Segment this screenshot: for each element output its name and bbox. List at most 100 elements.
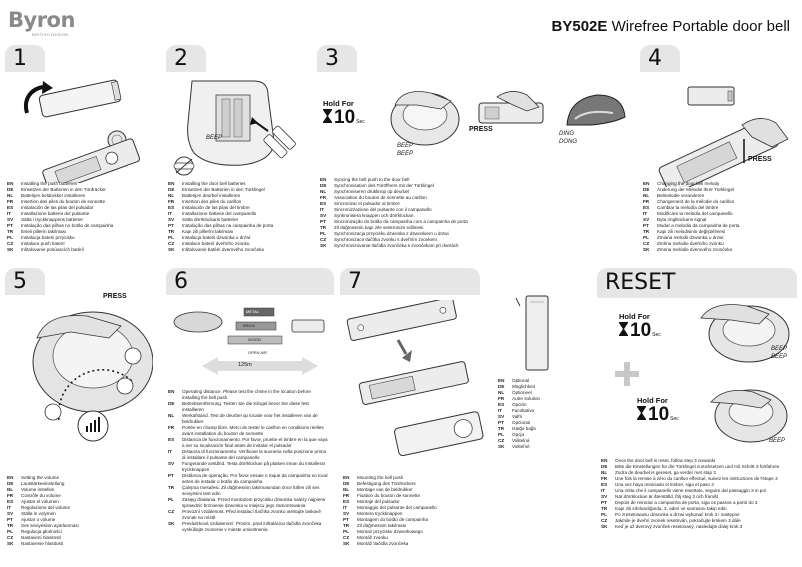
lang-code: FR	[168, 425, 175, 430]
lang-code: DE	[601, 464, 608, 469]
lang-code: DE	[7, 481, 14, 486]
lang-code: NL	[643, 193, 650, 198]
lang-code: EN	[168, 389, 175, 394]
step-number: 2	[174, 46, 188, 71]
volume-illustration	[32, 311, 153, 442]
lang-code: PT	[498, 420, 504, 425]
lang-text: Sätta i tryckknappens batterier	[21, 217, 84, 222]
lang-text: Volume instellen	[21, 487, 55, 492]
lang-text: Zasięg działania. Przed montażem przycis…	[182, 497, 326, 508]
lang-text: Isteğe bağlı	[512, 426, 536, 431]
lang-text: Autre solution	[512, 396, 541, 401]
lang-text: Installazione batterie del pulsante	[21, 211, 90, 216]
lang-text: Facoltativo	[512, 408, 535, 413]
lang-row: FR Autre solution	[498, 396, 540, 402]
lang-code: IT	[320, 207, 325, 212]
lang-code: PT	[601, 500, 607, 505]
lang-code: EN	[498, 378, 505, 383]
step-number: 5	[13, 269, 27, 294]
step-number: 6	[174, 269, 188, 294]
reset-tab	[597, 268, 797, 298]
step-tab	[640, 45, 680, 72]
lang-code: PL	[7, 235, 13, 240]
lang-code: SK	[320, 243, 327, 248]
brand-name: Byron	[8, 8, 75, 32]
lang-text: Changement de la mélodie du carillon	[657, 199, 735, 204]
lang-text: Instalación de las pilas del timbre	[182, 205, 250, 210]
lang-text: Montera tryckknappen	[357, 511, 403, 516]
lang-text: Belmelodie veranderen	[657, 193, 705, 198]
beep-label: BEEP	[771, 354, 788, 360]
lang-text: Once the door bell is reset, follow step…	[615, 458, 716, 463]
hold-seconds: 10	[630, 320, 652, 341]
lang-row: FR Changement de la mélodie du carillon	[643, 199, 739, 205]
lang-code: CZ	[343, 535, 350, 540]
lang-text: Fungerande avstånd. Testa dörrklockan på…	[182, 461, 326, 472]
lang-text: Synchroniseren drukknop op deurbel	[334, 189, 410, 194]
lang-text: Synchronizace tlačítka zvonku s dveřním …	[334, 237, 437, 242]
open-air-label: OPEN AIR	[248, 350, 267, 355]
lang-code: FR	[601, 476, 608, 481]
lang-text: När dörrklockan är återställd, följ steg…	[615, 494, 718, 499]
lang-code: CZ	[498, 438, 505, 443]
lang-code: NL	[601, 470, 608, 475]
lang-code: ES	[320, 201, 327, 206]
lang-code: DE	[168, 401, 175, 406]
lang-text: Instalacja baterii dzwonka u drzwi	[182, 235, 251, 240]
beep-label: BEEP	[206, 135, 223, 141]
lang-text: Voliteľné	[512, 444, 530, 449]
lang-code: FR	[320, 195, 327, 200]
hold-timer: 10 Sec	[323, 108, 365, 128]
lang-text: Nastavenie hlasitosti	[21, 541, 64, 546]
hold-label: Hold For	[323, 99, 354, 108]
lang-code: SV	[643, 217, 650, 222]
lang-text: Mounting the bell push	[357, 475, 404, 480]
lang-code: DE	[7, 187, 14, 192]
lang-text: Byta ringklockans signal	[657, 217, 707, 222]
lang-text: Befestigung des Türdrückers	[357, 481, 416, 486]
step-number: 3	[325, 46, 339, 71]
lang-code: SK	[643, 247, 650, 252]
lang-text: Provozní vzdálenost. Před instalací tlač…	[182, 509, 321, 520]
lang-text: Po zresetowaniu dzwonka u drzwi wykonać …	[615, 512, 740, 517]
lang-code: ES	[643, 205, 650, 210]
lang-code: FR	[498, 396, 505, 401]
document-title: BY502E Wirefree Portable door bell	[552, 18, 790, 35]
lang-text: Ajustar el volumen	[21, 499, 59, 504]
lang-code: PT	[343, 517, 349, 522]
brand-logo: Byron BRITISH DESIGN	[8, 8, 75, 38]
lang-code: FR	[643, 199, 650, 204]
reset-title: RESET	[605, 270, 676, 295]
lang-row: NL Belmelodie veranderen	[643, 193, 739, 199]
lang-text: Inštalovanie batérií dverového zvončeka	[182, 247, 264, 252]
lang-code: CZ	[643, 241, 650, 246]
lang-code: SV	[168, 461, 175, 466]
hourglass-icon	[323, 109, 332, 123]
lang-text: Keď je už dverový zvonček resetovaný, na…	[615, 524, 743, 529]
